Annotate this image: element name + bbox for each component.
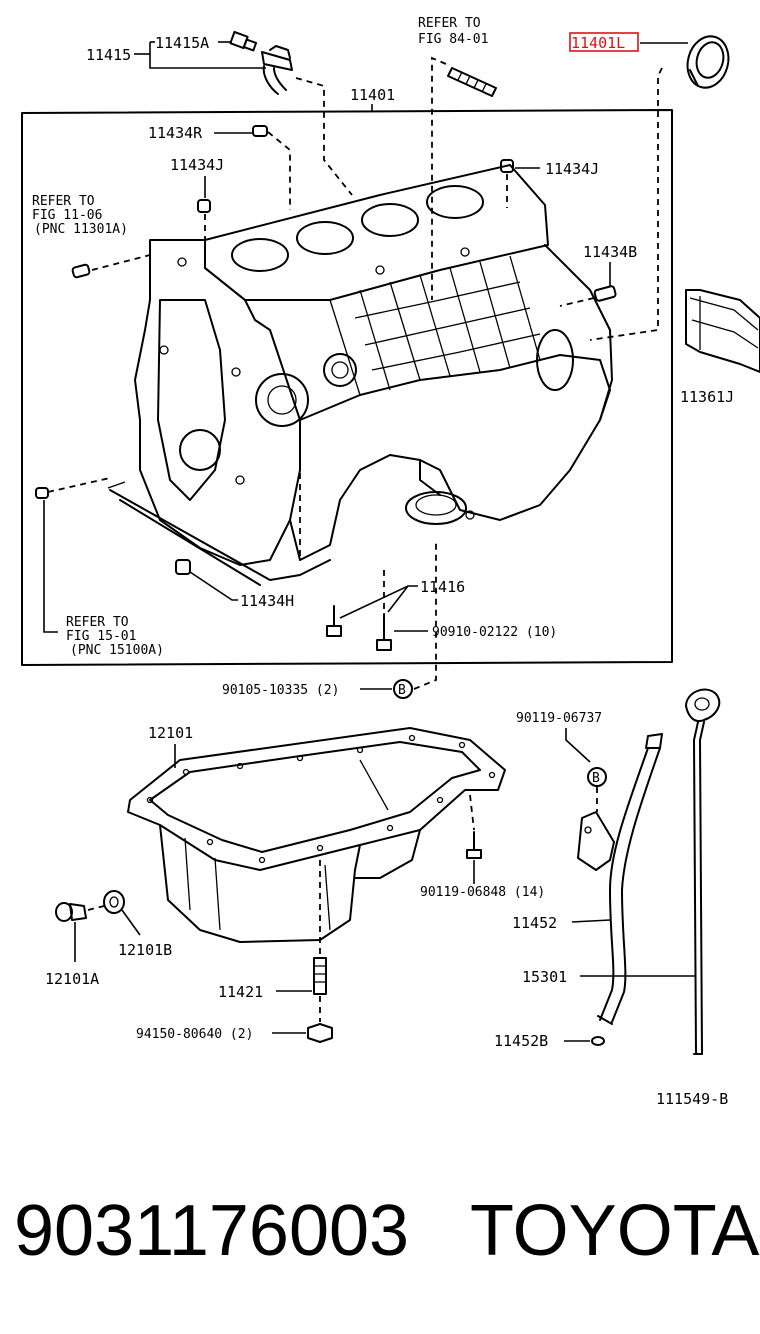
plug-left-bottom-icon bbox=[35, 487, 49, 499]
ref-b-label-upper: B bbox=[398, 683, 406, 698]
plug-11434J-left-icon bbox=[197, 199, 211, 213]
label-11361J: 11361J bbox=[680, 388, 734, 406]
label-90105-10335: 90105-10335 (2) bbox=[222, 683, 339, 698]
label-refer-11-line2: FIG 11-06 bbox=[32, 208, 102, 223]
label-90119-06737: 90119-06737 bbox=[516, 711, 602, 726]
plug-11434J-right-icon bbox=[500, 159, 514, 173]
ref-b-label-lower: B bbox=[592, 771, 600, 786]
label-11452B: 11452B bbox=[494, 1032, 548, 1050]
label-11434B: 11434B bbox=[583, 243, 637, 261]
label-12101B: 12101B bbox=[118, 941, 172, 959]
o-ring-11452B-icon bbox=[591, 1036, 605, 1046]
bolt-11416-b-icon bbox=[376, 613, 392, 651]
footer: 9031176003 TOYOTA bbox=[0, 1185, 760, 1285]
label-refer-84-line1: REFER TO bbox=[418, 16, 481, 31]
label-11415: 11415 bbox=[86, 46, 131, 64]
plug-11434H-icon bbox=[175, 559, 191, 575]
stud-11421-icon bbox=[313, 957, 327, 995]
block-group-frame bbox=[21, 109, 673, 666]
label-11401: 11401 bbox=[350, 86, 395, 104]
dowel-pin-left-icon bbox=[71, 263, 91, 279]
dipstick-guide-11452-icon bbox=[577, 733, 663, 1025]
bolt-11416-a-icon bbox=[326, 605, 342, 637]
label-11434H: 11434H bbox=[240, 592, 294, 610]
ref-b-circle-upper bbox=[393, 679, 413, 699]
label-11401L: 11401L bbox=[571, 34, 625, 52]
bolt-90119-06848-icon bbox=[466, 831, 482, 859]
part-number: 9031176003 bbox=[14, 1191, 410, 1271]
highlight-box-11401L bbox=[569, 32, 639, 52]
label-11434J-right: 11434J bbox=[545, 160, 599, 178]
diagram-code: 111549-B bbox=[656, 1090, 728, 1108]
label-refer-15-line1: REFER TO bbox=[66, 615, 129, 630]
plug-11434B-icon bbox=[593, 285, 617, 302]
label-refer-15-line2: FIG 15-01 bbox=[66, 629, 136, 644]
cylinder-block-11401-icon bbox=[107, 164, 613, 586]
label-refer-15-line3: (PNC 15100A) bbox=[70, 643, 164, 658]
label-12101A: 12101A bbox=[45, 970, 99, 988]
label-11421: 11421 bbox=[218, 983, 263, 1001]
bolt-11415A-icon bbox=[229, 30, 258, 52]
label-94150-80640: 94150-80640 (2) bbox=[136, 1027, 253, 1042]
label-refer-11-line1: REFER TO bbox=[32, 194, 95, 209]
label-12101: 12101 bbox=[148, 724, 193, 742]
ref-b-circle-lower bbox=[587, 767, 607, 787]
dipstick-15301-icon bbox=[685, 688, 721, 1055]
oil-pan-12101-icon bbox=[127, 727, 506, 943]
stud-bolt-84-icon bbox=[447, 67, 497, 97]
label-11452: 11452 bbox=[512, 914, 557, 932]
nut-94150-icon bbox=[307, 1023, 333, 1043]
label-refer-11-line3: (PNC 11301A) bbox=[34, 222, 128, 237]
label-11434J-left: 11434J bbox=[170, 156, 224, 174]
label-11415A: 11415A bbox=[155, 34, 209, 52]
label-11416: 11416 bbox=[420, 578, 465, 596]
drain-plug-12101A-icon bbox=[55, 902, 87, 922]
label-11434R: 11434R bbox=[148, 124, 203, 142]
cover-11361J-icon bbox=[685, 289, 760, 373]
label-90119-06848: 90119-06848 (14) bbox=[420, 885, 545, 900]
label-refer-84-line2: FIG 84-01 bbox=[418, 32, 488, 47]
oil-seal-11401L-icon bbox=[686, 35, 730, 89]
pipe-11415-icon bbox=[261, 45, 293, 95]
brand-name: TOYOTA bbox=[470, 1191, 760, 1271]
plug-11434R-icon bbox=[252, 125, 268, 137]
label-15301: 15301 bbox=[522, 968, 567, 986]
label-90910-02122: 90910-02122 (10) bbox=[432, 625, 557, 640]
washer-12101B-icon bbox=[103, 890, 125, 914]
